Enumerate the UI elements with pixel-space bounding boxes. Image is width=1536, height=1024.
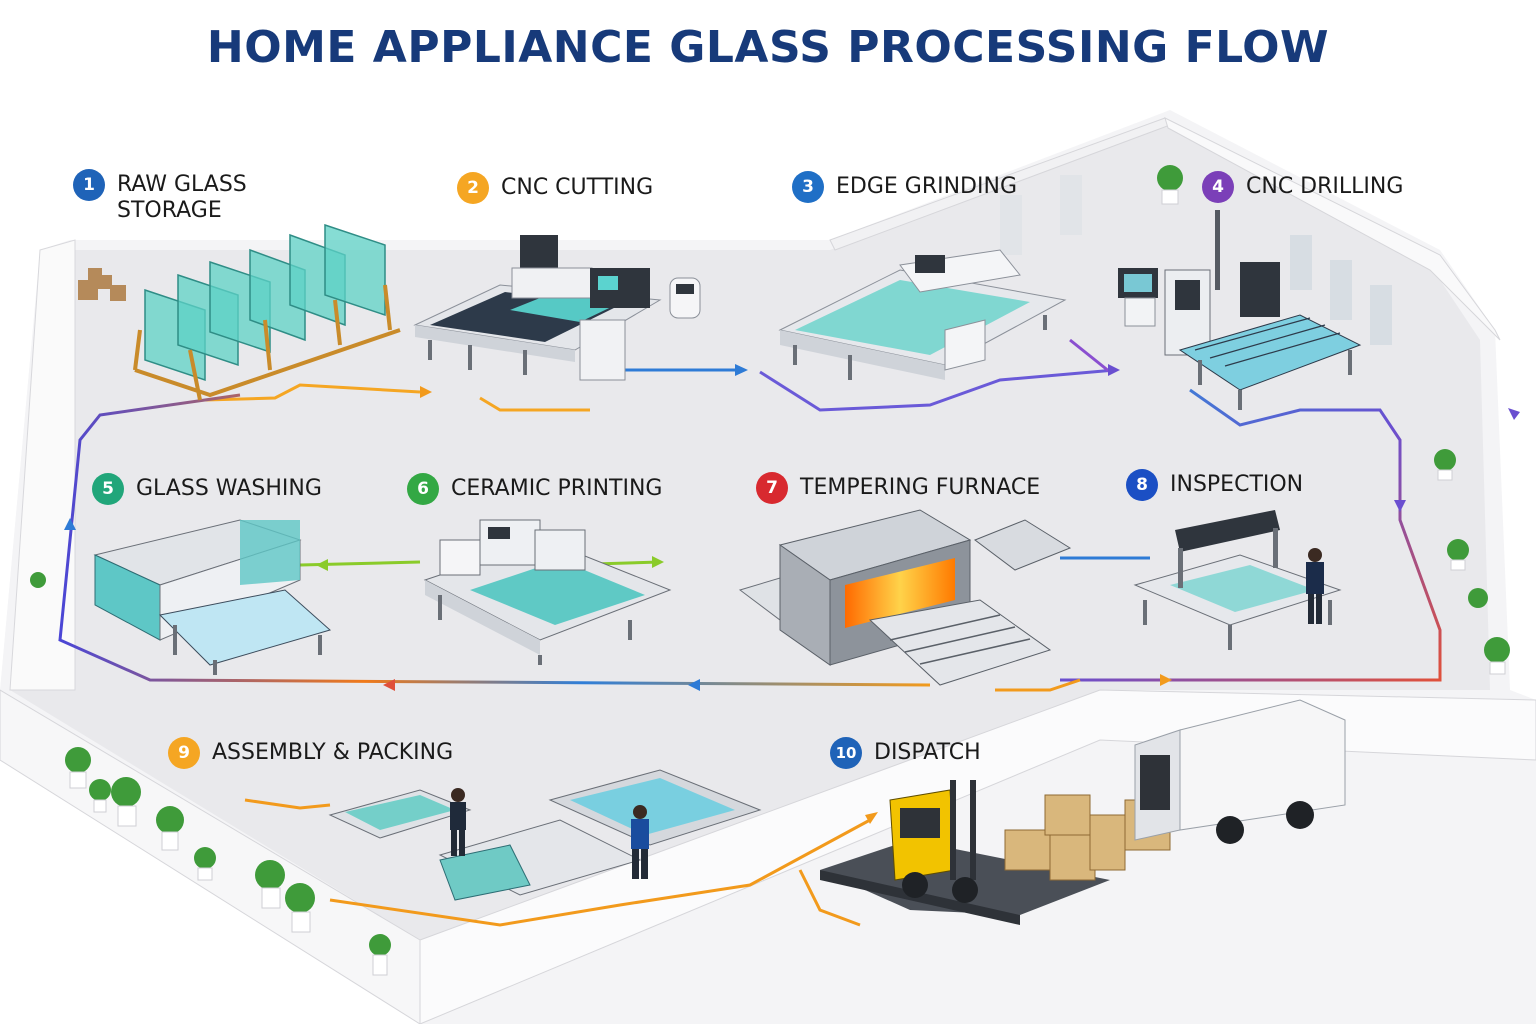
- step-inspection: 8 INSPECTION: [1126, 469, 1304, 501]
- step-tempering-furnace: 7 TEMPERING FURNACE: [756, 472, 1041, 504]
- step-badge: 10: [830, 737, 862, 769]
- flow-paths: [58, 338, 1520, 927]
- step-badge: 4: [1202, 171, 1234, 203]
- plants: [30, 165, 1510, 976]
- step-label: CERAMIC PRINTING: [451, 476, 663, 501]
- step-label: CNC DRILLING: [1246, 174, 1404, 199]
- tempering-furnace: [738, 509, 1072, 686]
- truck: [1134, 699, 1346, 844]
- step-badge: 2: [457, 172, 489, 204]
- step-label: GLASS WASHING: [136, 476, 322, 501]
- step-label: CNC CUTTING: [501, 175, 654, 200]
- step-label: TEMPERING FURNACE: [800, 475, 1041, 500]
- step-ceramic-printing: 6 CERAMIC PRINTING: [407, 473, 663, 505]
- step-label: INSPECTION: [1170, 472, 1304, 497]
- step-label: EDGE GRINDING: [836, 174, 1017, 199]
- step-label: DISPATCH: [874, 740, 981, 765]
- assembly-packing-area: [328, 769, 762, 901]
- inspection-table: [1133, 510, 1342, 650]
- step-badge: 8: [1126, 469, 1158, 501]
- step-dispatch: 10 DISPATCH: [830, 737, 981, 769]
- step-glass-washing: 5 GLASS WASHING: [92, 473, 322, 505]
- raw-glass-racks: [78, 223, 401, 401]
- page-title: HOME APPLIANCE GLASS PROCESSING FLOW: [206, 22, 1330, 73]
- step-badge: 9: [168, 737, 200, 769]
- step-cnc-cutting: 2 CNC CUTTING: [457, 172, 654, 204]
- step-cnc-drilling: 4 CNC DRILLING: [1202, 171, 1404, 203]
- inspector-person: [1306, 548, 1324, 624]
- step-badge: 6: [407, 473, 439, 505]
- step-assembly-packing: 9 ASSEMBLY & PACKING: [168, 737, 454, 769]
- cnc-cutting-machine: [413, 235, 701, 381]
- step-badge: 1: [73, 169, 105, 201]
- step-label: RAW GLASS STORAGE: [117, 172, 247, 223]
- step-badge: 3: [792, 171, 824, 203]
- step-edge-grinding: 3 EDGE GRINDING: [792, 171, 1017, 203]
- step-badge: 5: [92, 473, 124, 505]
- step-label: ASSEMBLY & PACKING: [212, 740, 454, 765]
- forklift: [889, 780, 978, 903]
- step-badge: 7: [756, 472, 788, 504]
- worker-person-2: [631, 805, 649, 879]
- edge-grinding-machine: [778, 249, 1067, 380]
- step-raw-glass-storage: 1 RAW GLASS STORAGE: [73, 169, 247, 224]
- worker-person-1: [450, 788, 466, 856]
- ceramic-printing-machine: [423, 519, 672, 665]
- dispatch-area: [820, 699, 1346, 925]
- glass-washing-machine: [93, 519, 332, 675]
- cnc-drilling-machine: [1118, 210, 1362, 410]
